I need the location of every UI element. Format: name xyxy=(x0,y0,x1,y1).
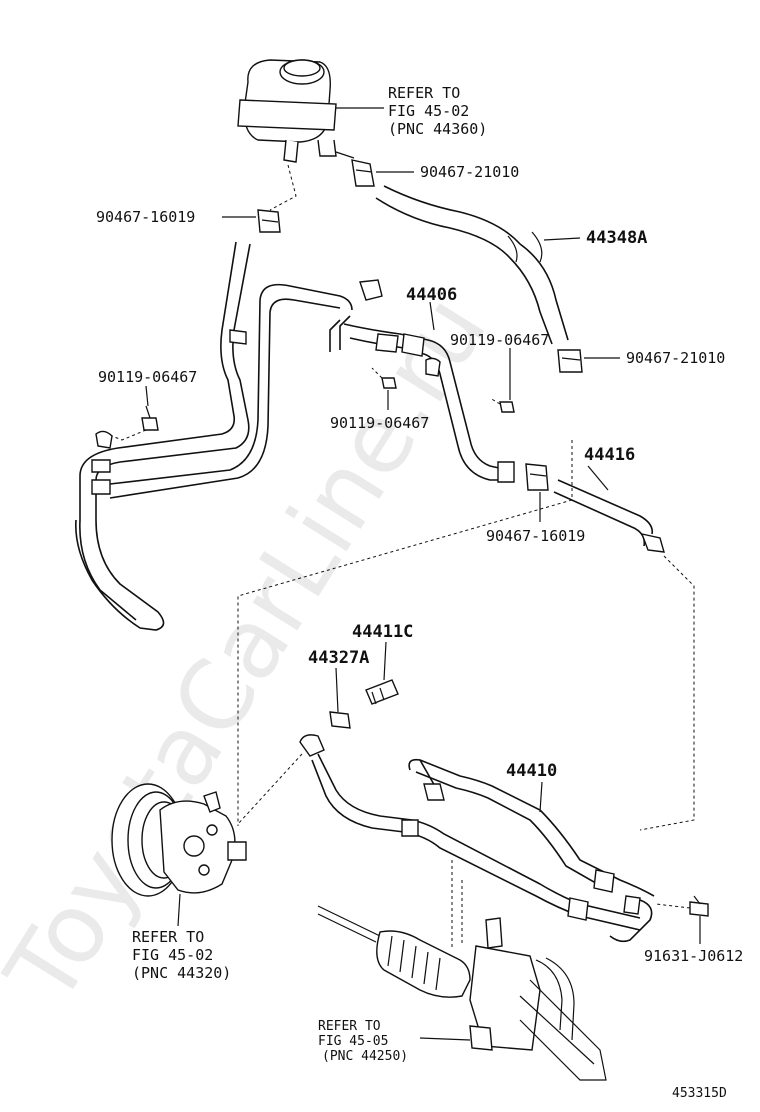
reservoir-tank xyxy=(237,59,355,163)
leader-gasket-44327a xyxy=(335,667,339,713)
leader-bolt-left xyxy=(145,385,149,407)
dash-bolt-center xyxy=(371,367,383,379)
label-hose-44348a: 44348A xyxy=(586,228,647,248)
label-clip-mid-right: 90467-21010 xyxy=(626,349,725,367)
bolt-left xyxy=(141,405,159,431)
refer-pump-line1: REFER TO xyxy=(132,928,204,946)
dash-mid-left xyxy=(237,440,573,826)
refer-reservoir-line3: (PNC 44360) xyxy=(388,120,487,138)
refer-pump-line2: FIG 45-02 xyxy=(132,946,213,964)
dash-bolt-bottom-right xyxy=(655,903,691,909)
return-tube-left xyxy=(75,241,353,631)
tube-44416 xyxy=(553,479,665,553)
dash-reservoir-clip xyxy=(269,164,297,211)
label-clip-top-right: 90467-21010 xyxy=(420,163,519,181)
label-tube-44406: 44406 xyxy=(406,285,457,305)
label-gasket-44327a: 44327A xyxy=(308,648,369,668)
label-tube-44416: 44416 xyxy=(584,445,635,465)
bolt-mid-right xyxy=(499,401,515,413)
label-bolt-bottom-right: 91631-J0612 xyxy=(644,947,743,965)
dash-pump xyxy=(237,753,303,825)
clip-mid-right xyxy=(557,349,583,373)
label-bolt-center: 90119-06467 xyxy=(330,414,429,432)
bolt-center xyxy=(381,377,397,389)
hose-44348a xyxy=(375,185,569,345)
label-clip-top-left: 90467-16019 xyxy=(96,208,195,226)
refer-rack-line3: (PNC 44250) xyxy=(322,1049,408,1064)
label-bolt-left: 90119-06467 xyxy=(98,368,197,386)
steering-rack xyxy=(317,905,607,1081)
dash-mid-right xyxy=(639,555,695,831)
tube-44406 xyxy=(329,279,515,483)
clip-mid-center xyxy=(525,463,549,491)
tube-44410 xyxy=(299,734,655,943)
label-tube-44410: 44410 xyxy=(506,761,557,781)
refer-reservoir-line1: REFER TO xyxy=(388,84,460,102)
refer-rack-line1: REFER TO xyxy=(318,1019,381,1034)
refer-reservoir-line2: FIG 45-02 xyxy=(388,102,469,120)
label-bolt-mid-right: 90119-06467 xyxy=(450,331,549,349)
clip-top-right xyxy=(351,159,375,187)
clip-top-left xyxy=(257,209,281,233)
leader-hose-44348a xyxy=(543,237,581,241)
union-44411c xyxy=(365,679,399,705)
power-steering-pump xyxy=(111,783,247,897)
leader-rack xyxy=(419,1037,471,1041)
bolt-bottom-right xyxy=(689,895,709,917)
label-clip-mid-center: 90467-16019 xyxy=(486,527,585,545)
leader-union-44411c xyxy=(383,641,387,681)
dash-bolt-left xyxy=(111,429,147,441)
refer-rack-line2: FIG 45-05 xyxy=(318,1034,388,1049)
leader-tube-44406 xyxy=(429,301,435,331)
watermark: ToyotaCarLine.ru xyxy=(0,277,508,1024)
refer-pump-line3: (PNC 44320) xyxy=(132,964,231,982)
dash-bolt-mid-right xyxy=(489,397,501,405)
label-union-44411c: 44411C xyxy=(352,622,413,642)
leader-pump xyxy=(177,893,181,927)
diagram-id: 453315D xyxy=(672,1086,727,1101)
gasket-44327a xyxy=(329,711,351,729)
leader-tube-44416 xyxy=(587,465,609,491)
leader-tube-44410 xyxy=(539,781,543,813)
